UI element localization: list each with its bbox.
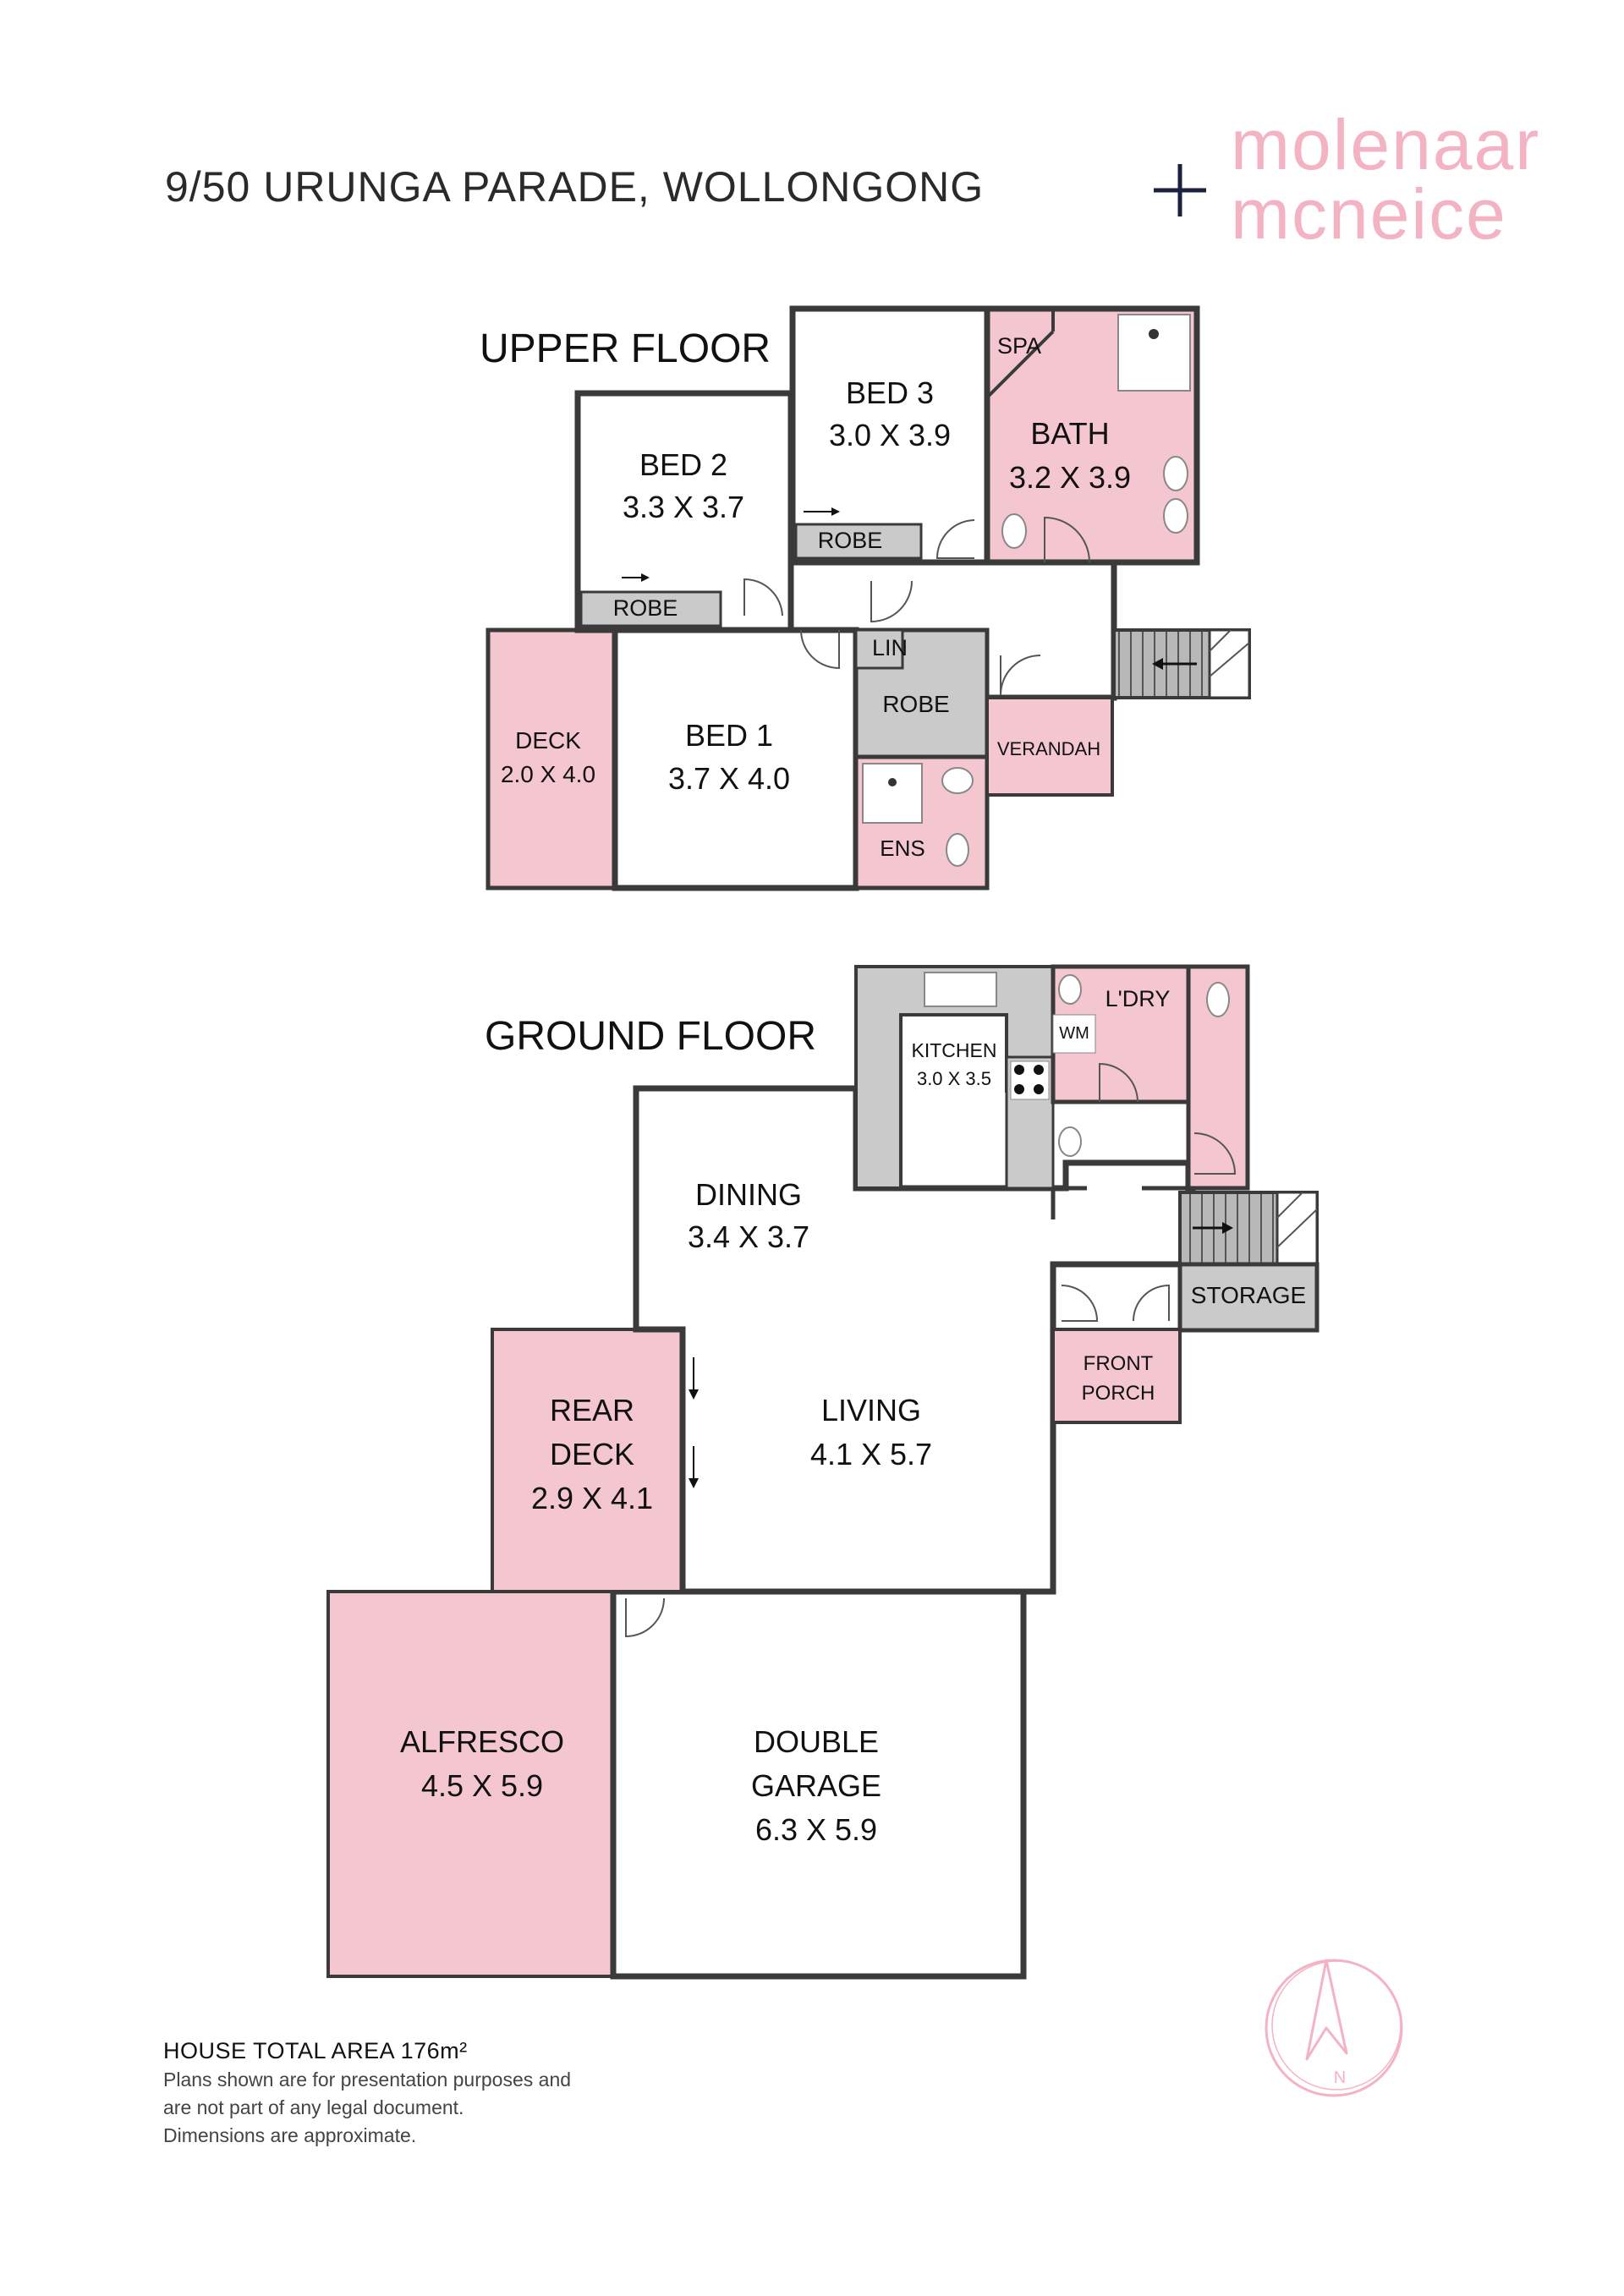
rear-deck-area	[491, 1328, 684, 1593]
rear-deck-dims: 2.9 X 4.1	[531, 1481, 653, 1515]
ens-toilet	[946, 833, 969, 867]
bed2-label: BED 2	[639, 447, 727, 482]
front-porch-label-2: PORCH	[1082, 1382, 1155, 1405]
kitchen-dims: 3.0 X 3.5	[917, 1068, 991, 1089]
garage-dims: 6.3 X 5.9	[755, 1812, 877, 1847]
front-porch-area	[1051, 1328, 1182, 1424]
bath-dims: 3.2 X 3.9	[1009, 460, 1131, 495]
ens-label: ENS	[880, 836, 924, 861]
compass-north-label: N	[1334, 2069, 1346, 2087]
ens-shower-tray	[862, 763, 923, 824]
brand-plus-icon	[1154, 164, 1206, 216]
ground-floor-title: GROUND FLOOR	[485, 1014, 817, 1059]
door-bed2	[743, 578, 783, 616]
property-address: 9/50 URUNGA PARADE, WOLLONGONG	[165, 163, 985, 211]
bed1-area	[612, 627, 859, 891]
brand-line-1: molenaar	[1231, 105, 1541, 184]
brand-logo: molenaar mcneice	[1231, 105, 1541, 254]
bath-basin-2	[1163, 498, 1188, 534]
front-porch-label: FRONT	[1084, 1352, 1154, 1375]
deck-label: DECK	[515, 727, 581, 753]
disclaimer-line-1: Plans shown are for presentation purpose…	[163, 2069, 572, 2091]
dining-label: DINING	[695, 1177, 802, 1212]
storage-area	[1177, 1262, 1320, 1333]
kitchen-label: KITCHEN	[912, 1039, 997, 1061]
verandah-label: VERANDAH	[997, 738, 1100, 759]
door-wc	[1193, 1132, 1237, 1175]
alfresco-area	[326, 1590, 615, 1978]
bed1-label: BED 1	[685, 718, 773, 753]
verandah-area	[985, 696, 1114, 797]
spa-label: SPA	[997, 333, 1041, 359]
brand-line-2: mcneice	[1231, 174, 1507, 254]
door-verandah	[1000, 655, 1041, 696]
bed3-label: BED 3	[846, 375, 934, 410]
ground-basin	[1058, 1126, 1082, 1157]
upper-floor-plan	[486, 305, 1251, 891]
compass-rose: N	[1265, 1959, 1403, 2097]
bed3-dims: 3.0 X 3.9	[829, 418, 951, 452]
rear-deck-label: REAR	[550, 1393, 634, 1427]
upper-floor-title: UPPER FLOOR	[480, 326, 771, 371]
robe-bed2-area	[579, 590, 722, 627]
deck-area	[486, 627, 617, 890]
door-entry-2	[1133, 1284, 1170, 1322]
door-entry-1	[1061, 1285, 1099, 1322]
ens-basin	[941, 767, 974, 794]
disclaimer-line-2: are not part of any legal document.	[163, 2096, 464, 2118]
bath-basin-1	[1163, 456, 1188, 491]
dining-dims: 3.4 X 3.7	[688, 1219, 809, 1254]
ground-floor-plan	[326, 964, 1320, 1980]
total-area: HOUSE TOTAL AREA 176m²	[163, 2038, 468, 2063]
door-laundry	[1099, 1062, 1138, 1103]
bath-label: BATH	[1030, 416, 1109, 451]
bath-toilet	[1001, 513, 1027, 549]
rear-deck-label-2: DECK	[550, 1437, 634, 1471]
robe-bed2-label: ROBE	[613, 595, 678, 621]
robe-bed3-label: ROBE	[818, 528, 883, 553]
garage-label: DOUBLE	[754, 1724, 879, 1759]
kitchen-sink	[924, 972, 997, 1007]
living-dims: 4.1 X 5.7	[810, 1437, 932, 1471]
ldry-label: L'DRY	[1106, 986, 1171, 1011]
deck-dims: 2.0 X 4.0	[501, 761, 595, 787]
bath-shower-tray	[1117, 314, 1191, 392]
lin-label: LIN	[872, 635, 908, 660]
north-arrow-icon	[1305, 1959, 1348, 2061]
bed2-dims: 3.3 X 3.7	[623, 490, 744, 524]
alfresco-label: ALFRESCO	[400, 1724, 564, 1759]
wm-label: WM	[1059, 1024, 1089, 1043]
wm-unit	[1052, 1014, 1096, 1054]
wc-toilet	[1206, 982, 1230, 1017]
living-label: LIVING	[821, 1393, 921, 1427]
door-bed1	[800, 629, 840, 670]
door-hall-robe	[870, 580, 913, 623]
alfresco-dims: 4.5 X 5.9	[421, 1768, 543, 1803]
door-bath	[1044, 516, 1090, 563]
door-garage	[625, 1597, 665, 1638]
storage-label: STORAGE	[1191, 1282, 1306, 1308]
door-bed3	[935, 519, 975, 559]
robe-bed3-area	[794, 523, 923, 560]
disclaimer-line-3: Dimensions are approximate.	[163, 2124, 417, 2146]
bed1-dims: 3.7 X 4.0	[668, 761, 790, 796]
laundry-tub	[1058, 974, 1082, 1005]
robe-bed1-label: ROBE	[882, 691, 949, 717]
garage-label-2: GARAGE	[751, 1768, 881, 1803]
